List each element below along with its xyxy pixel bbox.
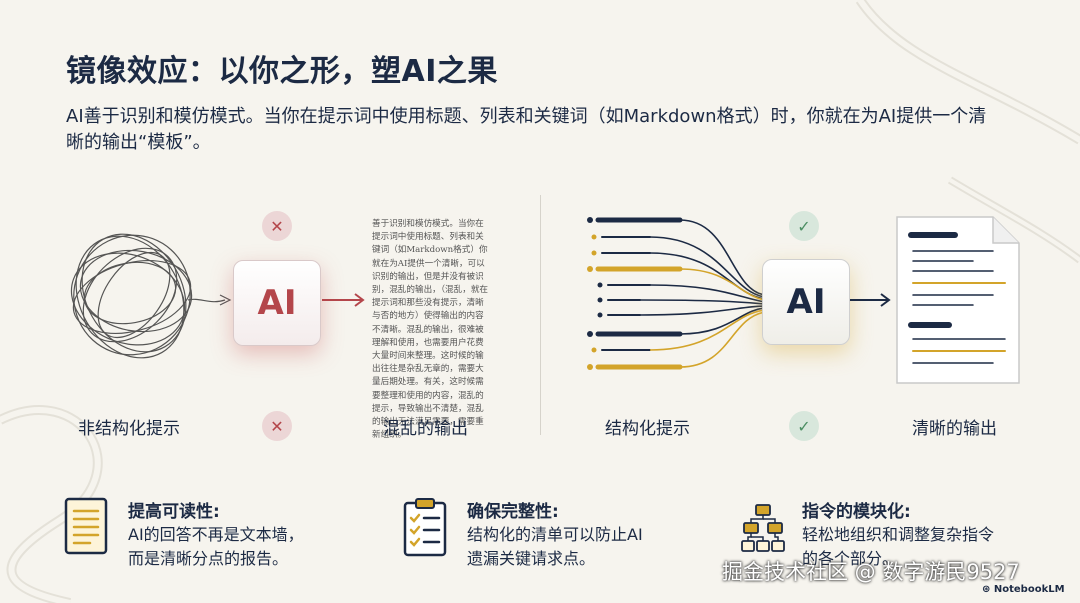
brand-label: ⊛ NotebookLM	[982, 584, 1065, 595]
error-mark-icon: ✕	[262, 211, 292, 241]
structured-prompt-label: 结构化提示	[605, 419, 690, 439]
unstructured-prompt-label: 非结构化提示	[78, 419, 180, 439]
clean-output-label: 清晰的输出	[912, 419, 997, 439]
ai-box-structured: AI	[762, 259, 850, 345]
feature-desc-line: 轻松地组织和调整复杂指令	[802, 525, 995, 544]
feature-desc-line: 而是清晰分点的报告。	[128, 549, 289, 568]
check-mark-icon: ✓	[789, 211, 819, 241]
check-mark-icon: ✓	[789, 411, 819, 441]
clean-document-icon	[896, 216, 1020, 384]
feature-desc-line: 的各个部分。	[802, 549, 899, 568]
feature-title: 确保完整性:	[467, 502, 559, 522]
feature-desc-line: AI的回答不再是文本墙，	[128, 525, 304, 544]
ai-box-unstructured: AI	[233, 260, 321, 346]
document-icon	[64, 497, 108, 555]
messy-output-label: 混乱的输出	[383, 419, 468, 439]
panel-divider	[540, 195, 541, 435]
hierarchy-blocks-icon	[741, 504, 785, 552]
tangled-scribble-icon	[70, 233, 232, 359]
page-title: 镜像效应：以你之形，塑AI之果	[66, 54, 498, 89]
feature-title: 提高可读性:	[128, 502, 220, 522]
feature-desc: 结构化的清单可以防止AI 遗漏关键请求点。	[467, 523, 643, 571]
checklist-clipboard-icon	[403, 498, 447, 557]
feature-desc-line: 遗漏关键请求点。	[467, 549, 596, 568]
messy-output-text: 善于识别和模仿模式。当你在提示词中使用标题、列表和关键词（如Markdown格式…	[372, 219, 489, 441]
arrow-right-icon	[850, 293, 891, 307]
structured-list-icon	[587, 217, 766, 370]
brand-name: NotebookLM	[993, 584, 1065, 595]
brand-logo-icon: ⊛	[982, 584, 994, 595]
arrow-right-icon	[322, 293, 365, 307]
watermark-text: 掘金技术社区 @ 数字游民9527	[722, 560, 1020, 584]
page-subtitle: AI善于识别和模仿模式。当你在提示词中使用标题、列表和关键词（如Markdown…	[66, 106, 987, 153]
feature-desc: 轻松地组织和调整复杂指令 的各个部分。	[802, 523, 994, 571]
feature-desc: AI的回答不再是文本墙， 而是清晰分点的报告。	[128, 523, 304, 571]
error-mark-icon: ✕	[262, 411, 292, 441]
feature-desc-line: 结构化的清单可以防止AI	[467, 525, 643, 544]
feature-title: 指令的模块化:	[802, 502, 911, 522]
